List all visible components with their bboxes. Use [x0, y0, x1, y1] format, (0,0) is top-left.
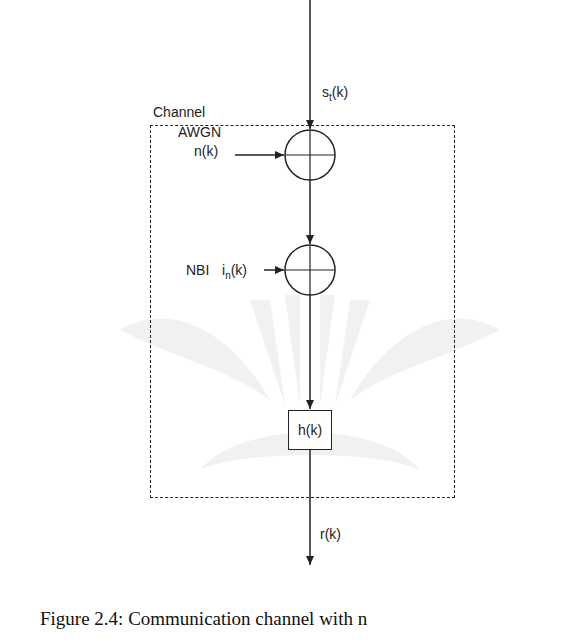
interference-name: (k): [231, 262, 247, 278]
interference-name: NBI: [186, 262, 209, 278]
figure-caption: Figure 2.4: Communication channel with n: [40, 608, 367, 630]
noise-name: AWGN: [178, 124, 221, 140]
noise-name-group: AWGN: [178, 124, 221, 140]
output-name: r(k): [320, 526, 341, 542]
summing-junction: [285, 130, 335, 180]
interference-name-group: NBI: [186, 262, 209, 278]
signal-wire: [309, 295, 311, 409]
signal-subscript: t: [329, 92, 332, 103]
signal-name: (k): [332, 84, 348, 100]
block-label: h(k): [298, 422, 322, 438]
signal-wire: [309, 180, 311, 244]
interference-wire: [264, 269, 284, 271]
noise-name: n(k): [194, 143, 218, 159]
interference-subscript: n: [225, 270, 231, 281]
filter-box: h(k): [288, 410, 332, 450]
input-wire: [309, 0, 311, 129]
signal-name-group: st(k): [322, 84, 348, 100]
plus-sign: [309, 245, 310, 295]
plus-sign: [309, 130, 310, 180]
watermark: [120, 295, 500, 470]
channel-region: Channelh(k): [150, 125, 455, 498]
region-label: Channel: [153, 104, 205, 120]
output-wire: [309, 450, 311, 565]
interference-name: i: [222, 262, 225, 278]
signal-name: s: [322, 84, 329, 100]
noise-wire: [235, 154, 284, 156]
interference-name-group: in(k): [222, 262, 247, 278]
output-name-group: r(k): [320, 526, 341, 542]
summing-junction: [285, 245, 335, 295]
noise-name-group: n(k): [194, 143, 218, 159]
